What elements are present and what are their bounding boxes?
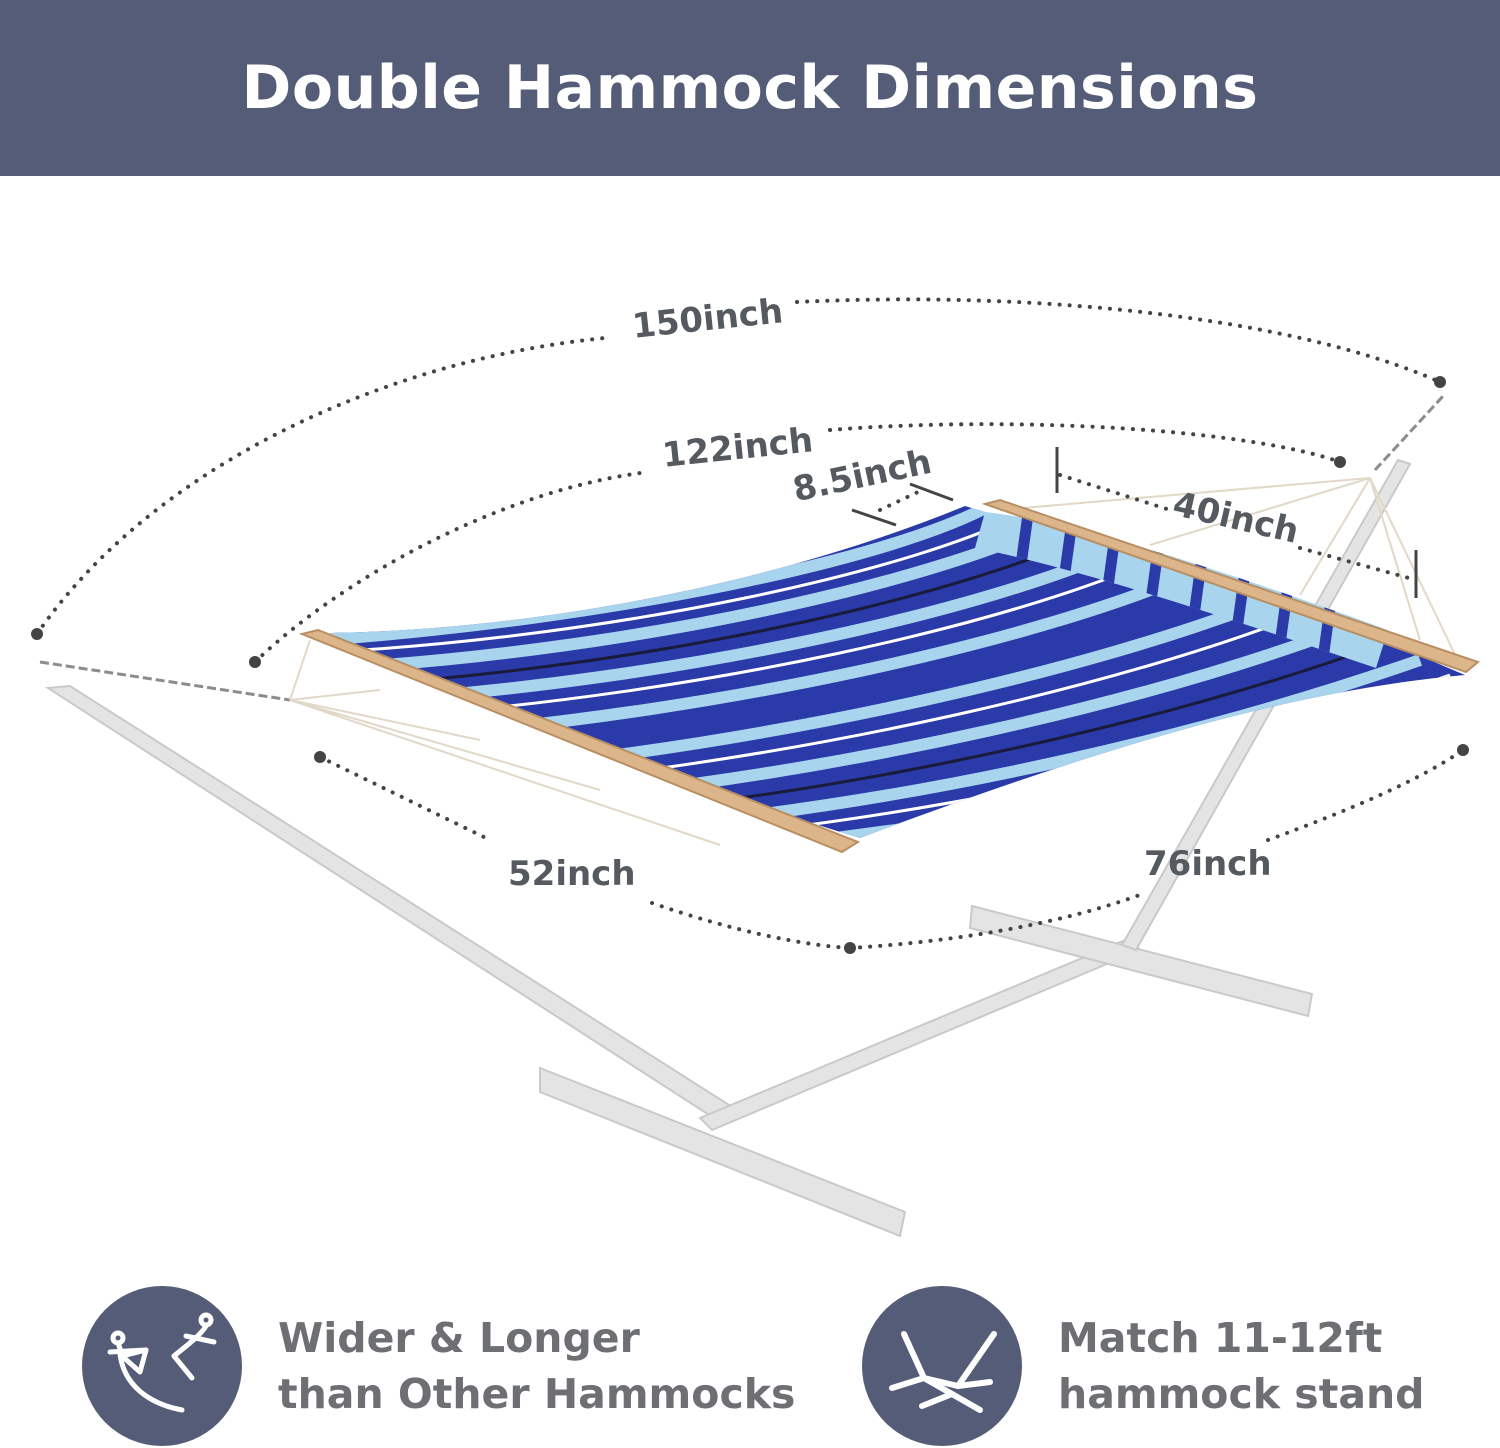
dimension-endpoints	[31, 376, 1469, 954]
hammock-illustration: 150inch 122inch 8.5inch 40inch 52inch 76…	[0, 176, 1500, 1266]
feature-line-2: hammock stand	[1058, 1370, 1425, 1418]
feature-line-2: than Other Hammocks	[278, 1370, 796, 1418]
spreader-bar-right	[981, 498, 1481, 674]
dimension-ticks	[851, 447, 1418, 598]
page-title: Double Hammock Dimensions	[241, 53, 1259, 123]
hammock-stand-icon	[862, 1286, 1022, 1446]
dimension-lines	[35, 297, 1465, 950]
spreader-bar-left	[298, 628, 861, 854]
ropes	[289, 477, 1461, 846]
spreader-bar-label: 52inch	[508, 854, 636, 894]
hammock-stand	[45, 458, 1412, 1238]
hammock-bed	[298, 498, 1481, 854]
hammocks-icon	[82, 1286, 242, 1446]
feature-line-1: Match 11-12ft	[1058, 1314, 1383, 1362]
feature-stand-match: Match 11-12ft hammock stand	[862, 1284, 1425, 1448]
hammock-drawing	[31, 297, 1481, 1238]
feature-line-1: Wider & Longer	[278, 1314, 640, 1362]
chains	[39, 392, 1447, 702]
feature-wider-longer: Wider & Longer than Other Hammocks	[82, 1284, 795, 1448]
bed-width-label: 76inch	[1144, 844, 1272, 884]
header-banner: Double Hammock Dimensions	[0, 0, 1500, 176]
